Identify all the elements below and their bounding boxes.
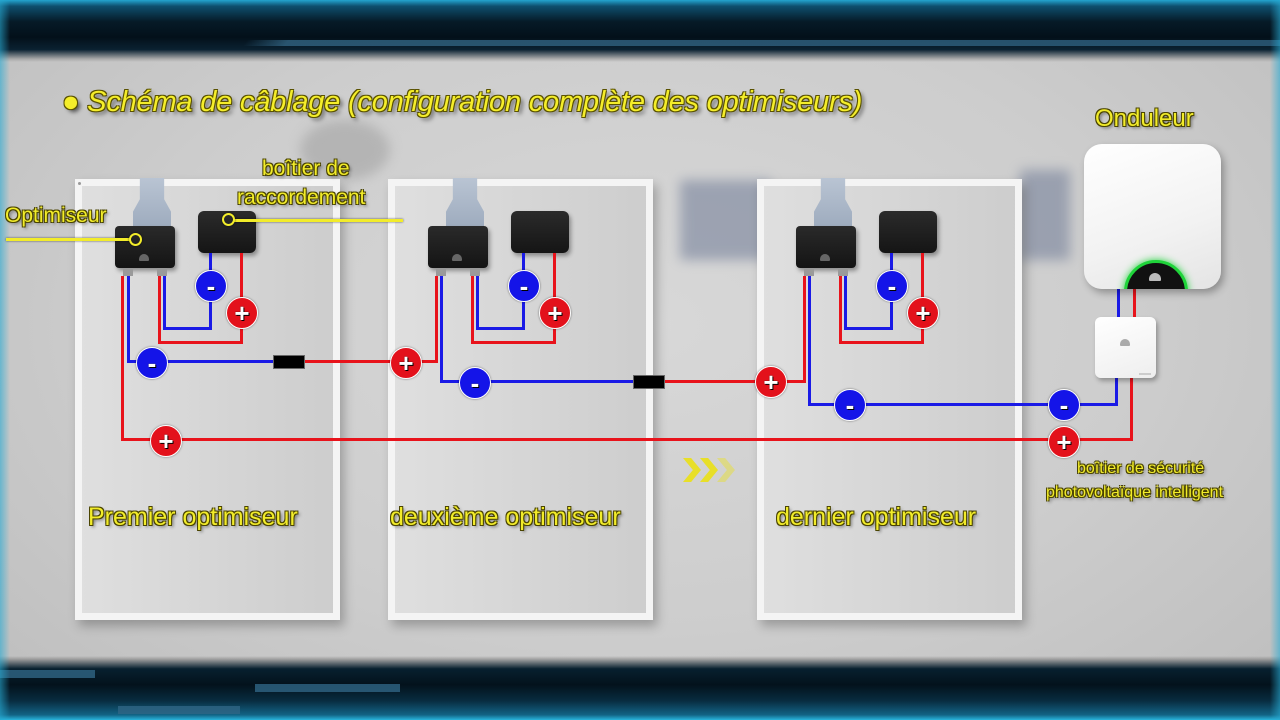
inverter bbox=[1084, 144, 1221, 289]
mc4-connector bbox=[273, 355, 305, 369]
negative-terminal-icon: - bbox=[834, 389, 866, 421]
positive-terminal-icon: + bbox=[226, 297, 258, 329]
negative-terminal-icon: - bbox=[876, 270, 908, 302]
bottom-frame-decoration bbox=[0, 656, 1280, 720]
optimizer-3 bbox=[796, 226, 856, 268]
negative-terminal-icon: - bbox=[136, 347, 168, 379]
inverter-label: Onduleur bbox=[1095, 105, 1194, 132]
positive-terminal-icon: + bbox=[390, 347, 422, 379]
negative-terminal-icon: - bbox=[459, 367, 491, 399]
diagram-title: ● Schéma de câblage (configuration compl… bbox=[62, 86, 863, 118]
negative-terminal-icon: - bbox=[1048, 389, 1080, 421]
panel-1-label: Premier optimiseur bbox=[88, 503, 298, 531]
negative-terminal-icon: - bbox=[508, 270, 540, 302]
right-frame-glow bbox=[1270, 0, 1280, 720]
huawei-logo-icon bbox=[452, 254, 462, 261]
left-frame-glow bbox=[0, 0, 10, 720]
panel-3-label: dernier optimiseur bbox=[776, 503, 977, 531]
optimizer-1 bbox=[115, 226, 175, 268]
top-frame-decoration bbox=[0, 0, 1280, 62]
mc4-connector bbox=[633, 375, 665, 389]
positive-terminal-icon: + bbox=[150, 425, 182, 457]
huawei-logo-icon bbox=[1149, 273, 1161, 281]
optimizer-label: Optimiseur bbox=[5, 204, 107, 227]
negative-terminal-icon: - bbox=[195, 270, 227, 302]
safety-box-label-line1: boîtier de sécurité bbox=[1077, 460, 1205, 477]
safety-box-label-line2: photovoltaïque intelligent bbox=[1046, 484, 1224, 501]
positive-terminal-icon: + bbox=[539, 297, 571, 329]
inverter-status-led-icon bbox=[1124, 260, 1188, 289]
background-solar-panel-blur bbox=[1020, 170, 1070, 260]
junction-box-pointer-ring bbox=[222, 213, 235, 226]
junction-box-pointer-line bbox=[233, 219, 403, 222]
background-solar-panel-blur bbox=[680, 180, 770, 260]
junction-box-3 bbox=[879, 211, 937, 253]
junction-box-label-line1: boîtier de bbox=[262, 157, 350, 180]
huawei-logo-icon bbox=[1120, 339, 1130, 346]
huawei-logo-icon bbox=[820, 254, 830, 261]
junction-box-2 bbox=[511, 211, 569, 253]
positive-terminal-icon: + bbox=[755, 366, 787, 398]
optimizer-pointer-ring bbox=[129, 233, 142, 246]
panel-2-label: deuxième optimiseur bbox=[390, 503, 621, 531]
positive-terminal-icon: + bbox=[1048, 426, 1080, 458]
junction-box-label-line2: raccordement bbox=[237, 186, 366, 209]
optimizer-2 bbox=[428, 226, 488, 268]
huawei-logo-icon bbox=[139, 254, 149, 261]
background-shadow-blur bbox=[300, 120, 390, 180]
positive-terminal-icon: + bbox=[907, 297, 939, 329]
smart-pv-safety-box bbox=[1095, 317, 1156, 378]
optimizer-pointer-line bbox=[6, 238, 131, 241]
